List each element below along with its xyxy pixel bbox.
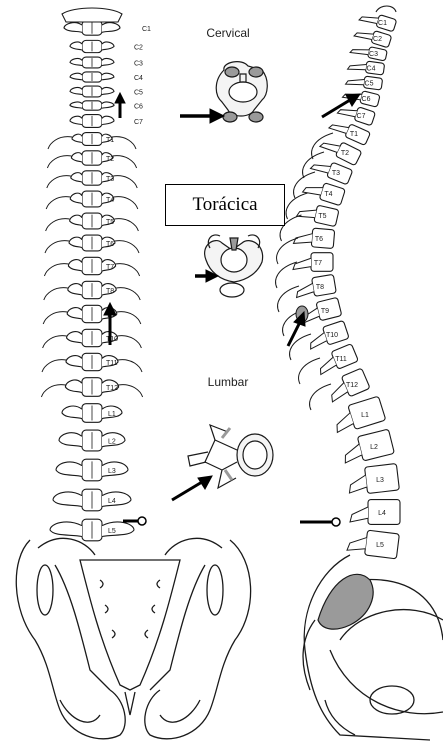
side-label-c7: C7 (357, 113, 366, 120)
side-vertebra-c4: C4 (348, 61, 385, 75)
front-label-c2: C2 (134, 45, 143, 52)
front-label-l1: L1 (108, 411, 116, 418)
side-label-t12: T12 (346, 382, 358, 389)
side-label-t4: T4 (324, 191, 332, 198)
side-label-t6: T6 (315, 236, 323, 243)
front-vertebra-t5: T5 (46, 213, 139, 231)
front-label-l4: L4 (108, 498, 116, 505)
front-label-l5: L5 (108, 528, 116, 535)
side-c1-arch (376, 6, 396, 12)
front-vertebra-t8: T8 (44, 281, 140, 300)
arrow-lumbar (172, 476, 212, 500)
side-label-l4: L4 (378, 510, 386, 517)
front-vertebra-t11: T11 (42, 353, 142, 372)
front-label-c4: C4 (134, 75, 143, 82)
front-vertebra-c2: C2 (70, 40, 143, 52)
front-label-l2: L2 (108, 439, 116, 446)
front-vertebra-t10: T10 (43, 329, 142, 348)
front-vertebra-c1: C1 (64, 21, 151, 35)
side-label-t7: T7 (314, 260, 322, 267)
side-label-c2: C2 (373, 36, 382, 43)
side-vertebra-l2: L2 (342, 429, 395, 463)
sacrum-side (318, 574, 373, 629)
front-vertebra-t9: T9 (43, 305, 141, 324)
front-vertebra-l4: L4 (53, 489, 131, 511)
side-label-t3: T3 (332, 170, 340, 177)
front-label-t8: T8 (106, 288, 114, 295)
front-label-t11: T11 (106, 360, 118, 367)
front-label-t7: T7 (106, 264, 114, 271)
side-label-t10: T10 (326, 332, 338, 339)
front-vertebra-l3: L3 (56, 459, 128, 481)
front-vertebra-l1: L1 (62, 404, 122, 423)
side-vertebra-c1: C1 (359, 13, 397, 32)
side-label-c6: C6 (362, 96, 371, 103)
front-vertebra-t2: T2 (47, 151, 136, 168)
front-label-t4: T4 (106, 197, 114, 204)
side-label-l2: L2 (370, 444, 378, 451)
side-label-t1: T1 (350, 131, 358, 138)
side-label-l1: L1 (361, 412, 369, 419)
arrow-side-l4 (300, 518, 340, 526)
front-vertebra-t4: T4 (46, 191, 138, 209)
cervical-region-label: Cervical (206, 26, 249, 40)
front-vertebra-c5: C5 (70, 86, 143, 97)
front-vertebra-t7: T7 (44, 257, 139, 276)
side-label-c4: C4 (367, 66, 376, 73)
arrow-cervical (180, 109, 224, 123)
front-label-c6: C6 (134, 104, 143, 111)
front-vertebra-t1: T1 (48, 133, 136, 149)
lumbar-region-label: Lumbar (208, 375, 249, 389)
front-vertebra-c6: C6 (70, 101, 143, 111)
front-vertebra-c3: C3 (70, 57, 143, 68)
front-label-t2: T2 (106, 156, 114, 163)
side-vertebra-l1: L1 (333, 396, 386, 432)
front-c1-arch (62, 8, 122, 22)
side-vertebra-c5: C5 (346, 76, 383, 90)
front-label-t5: T5 (106, 219, 114, 226)
front-vertebra-l5: L5 (50, 519, 134, 541)
side-vertebra-c2: C2 (354, 29, 392, 48)
thoracic-region-label: Torácica (165, 184, 285, 226)
side-label-t11: T11 (335, 356, 347, 363)
front-spine-view: C1C2C3C4C5C6C7T1T2T3T4T5T6T7T8T9T10T11T1… (41, 8, 151, 541)
side-label-t9: T9 (321, 308, 329, 315)
front-vertebra-t12: T12 (41, 378, 142, 397)
side-label-c1: C1 (378, 20, 387, 27)
front-label-c3: C3 (134, 61, 143, 68)
front-label-c1: C1 (142, 26, 151, 33)
side-label-t2: T2 (341, 150, 349, 157)
front-label-t1: T1 (106, 137, 114, 144)
thoracic-vertebra-top-view (205, 235, 263, 297)
side-label-t8: T8 (316, 284, 324, 291)
front-label-c5: C5 (134, 90, 143, 97)
side-vertebra-l5: L5 (347, 530, 399, 559)
front-vertebra-c7: C7 (70, 115, 143, 128)
side-vertebra-c7: C7 (337, 105, 375, 126)
front-label-l3: L3 (108, 468, 116, 475)
front-label-t10: T10 (106, 336, 118, 343)
front-label-t6: T6 (106, 241, 114, 248)
front-label-t12: T12 (106, 385, 118, 392)
front-label-c7: C7 (134, 119, 143, 126)
front-vertebra-c4: C4 (70, 72, 143, 82)
side-label-l3: L3 (376, 477, 384, 484)
pelvis-front-view (16, 538, 250, 738)
arrow-front-c6 (115, 93, 125, 118)
front-vertebra-t6: T6 (45, 235, 139, 253)
side-vertebra-l3: L3 (348, 463, 400, 493)
side-label-c5: C5 (365, 81, 374, 88)
side-vertebra-c3: C3 (350, 46, 387, 61)
side-spine-view: C1C2C3C4C5C6C7T1T2T3T4T5T6T7T8T9T10T11T1… (276, 6, 400, 559)
front-vertebra-t3: T3 (47, 171, 137, 188)
side-vertebra-l4: L4 (350, 500, 400, 525)
side-label-t5: T5 (318, 213, 326, 220)
cervical-vertebra-top-view (216, 62, 267, 122)
pelvis-side-view (303, 555, 443, 740)
side-label-l5: L5 (376, 542, 384, 549)
front-label-t3: T3 (106, 176, 114, 183)
side-label-c3: C3 (369, 51, 378, 58)
front-vertebra-l2: L2 (59, 430, 125, 451)
